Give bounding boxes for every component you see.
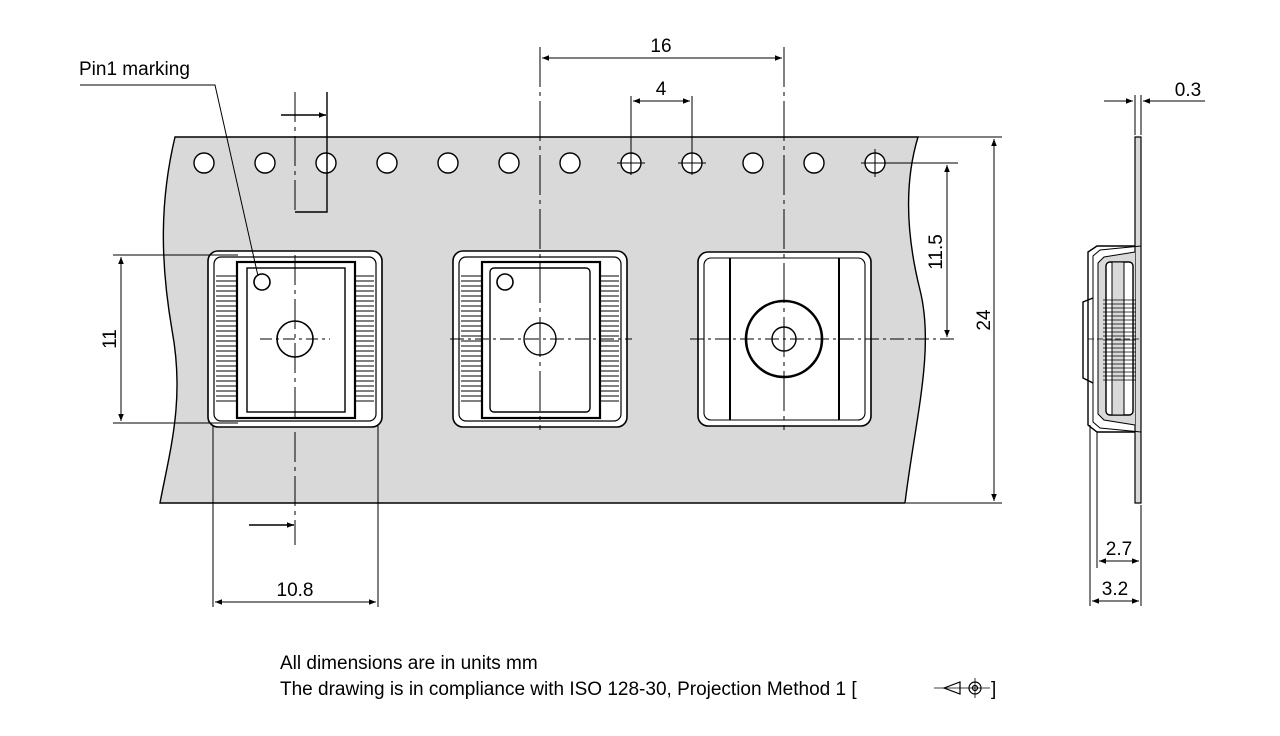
pins-right [601, 275, 619, 402]
dim-24 [906, 136, 1002, 504]
pin1-dot [496, 273, 514, 291]
dim-11 [113, 254, 238, 424]
note-units: All dimensions are in units mm [280, 653, 538, 674]
dim-11-label: 11 [100, 329, 121, 349]
pins-right [356, 275, 374, 402]
sprocket-hole [254, 152, 276, 174]
dim-4-label: 4 [656, 79, 667, 100]
pins-left [216, 275, 236, 402]
note-iso-prefix: The drawing is in compliance with ISO 12… [280, 679, 857, 700]
note-iso-suffix: ] [991, 679, 996, 700]
sprocket-hole [803, 152, 825, 174]
sprocket-hole [376, 152, 398, 174]
projection-method-icon [934, 678, 990, 698]
dim-0-3 [1104, 95, 1205, 135]
pins-left [461, 275, 481, 402]
dim-3-2-label: 3.2 [1102, 579, 1128, 600]
pin1-dot [253, 273, 271, 291]
dim-3-2 [1089, 425, 1142, 606]
dim-10-8 [212, 425, 379, 607]
dim-0-3-label: 0.3 [1175, 80, 1201, 101]
center-lines [260, 47, 958, 545]
pin1-leader [80, 84, 259, 277]
sprocket-hole [742, 152, 764, 174]
dim-11-5-label: 11.5 [926, 234, 947, 270]
side-view [1082, 136, 1142, 504]
sprocket-hole [437, 152, 459, 174]
sprocket-hole [559, 152, 581, 174]
sprocket-hole [193, 152, 215, 174]
sprocket-hole [315, 152, 337, 174]
pin1-label: Pin1 marking [79, 59, 190, 80]
dim-2-7 [1096, 432, 1142, 568]
dim-2-7-label: 2.7 [1106, 539, 1132, 560]
side-pins [1103, 299, 1136, 381]
dim-16-label: 16 [650, 36, 671, 57]
sprocket-hole [498, 152, 520, 174]
dim-4 [630, 96, 693, 175]
dim-24-label: 24 [974, 309, 995, 331]
section-cut-line [249, 92, 328, 528]
dim-10-8-label: 10.8 [277, 580, 314, 601]
